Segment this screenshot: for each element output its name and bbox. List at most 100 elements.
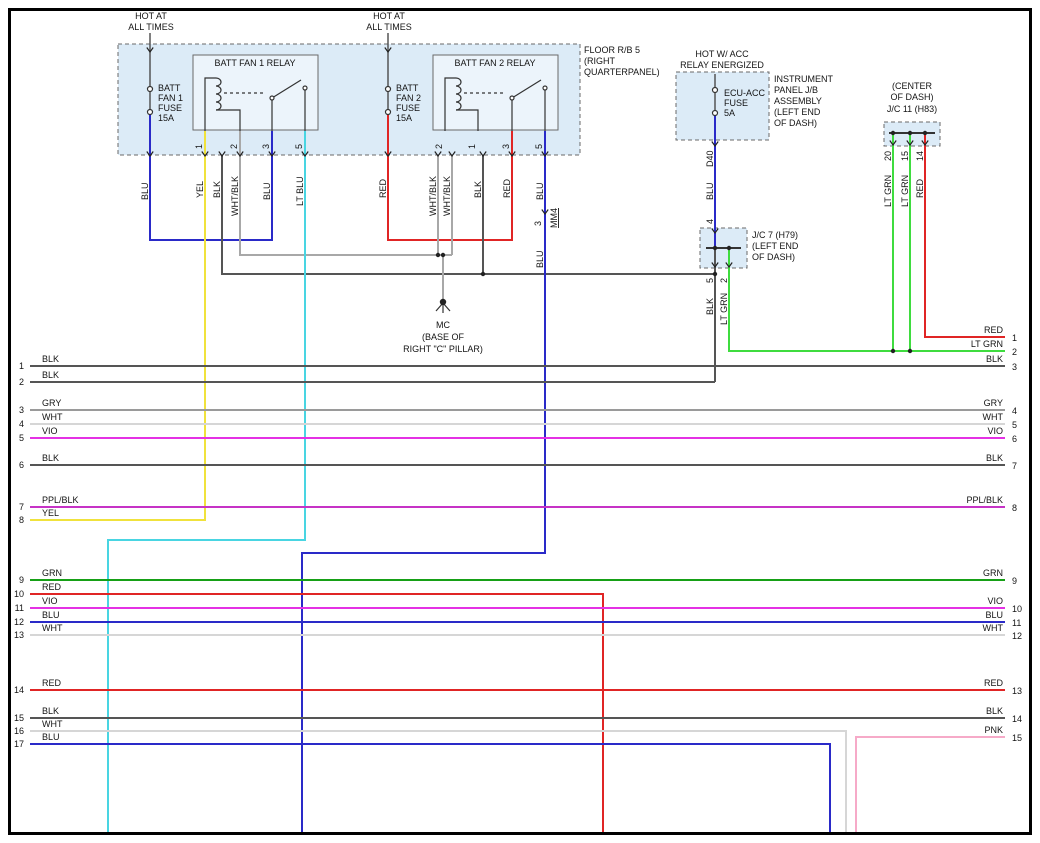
batt-fan2-fuse-wire	[387, 114, 513, 241]
label-9: 9	[1012, 576, 1017, 586]
label-blk: BLK	[986, 453, 1003, 463]
junction-dot	[712, 245, 718, 251]
relay2-coil	[455, 77, 462, 111]
label-13: 13	[1012, 686, 1022, 696]
label-ecu-acc: ECU-ACC	[724, 88, 766, 98]
label-hot-w-acc: HOT W/ ACC	[695, 49, 749, 59]
label-vio: VIO	[987, 426, 1003, 436]
label-pnk: PNK	[984, 725, 1003, 735]
label-of-dash-: OF DASH)	[752, 252, 795, 262]
label-wht: WHT	[42, 623, 63, 633]
label-14: 14	[14, 685, 24, 695]
label-5: 5	[19, 433, 24, 443]
label-10: 10	[1012, 604, 1022, 614]
ecu-fuse-terminal-bottom	[711, 109, 719, 117]
label--left-end: (LEFT END	[774, 107, 821, 117]
label-all-times: ALL TIMES	[128, 22, 174, 32]
label-11: 11	[1012, 618, 1021, 628]
label-fan-1: FAN 1	[158, 93, 183, 103]
label-1: 1	[194, 144, 204, 149]
label-panel-j-b: PANEL J/B	[774, 85, 818, 95]
instrument-panel-jb-box	[675, 71, 770, 141]
label-7: 7	[19, 502, 24, 512]
label--center: (CENTER	[892, 81, 932, 91]
label-instrument: INSTRUMENT	[774, 74, 833, 84]
connector-arrow	[384, 151, 392, 158]
relay2-contact-pivot	[509, 95, 515, 101]
jc11-pin14-wire	[924, 133, 1005, 338]
label-1: 1	[1012, 333, 1017, 343]
label-fuse: FUSE	[158, 103, 182, 113]
label-12: 12	[1012, 631, 1022, 641]
label-blu: BLU	[535, 182, 545, 200]
connector-arrow	[711, 262, 719, 269]
label-blu: BLU	[262, 182, 272, 200]
connector-arrow	[301, 151, 309, 158]
label-8: 8	[1012, 503, 1017, 513]
label-blu: BLU	[985, 610, 1003, 620]
label-6: 6	[19, 460, 24, 470]
junction-dot	[922, 130, 928, 136]
connector-arrow	[146, 47, 154, 54]
label-batt-fan-1-relay: BATT FAN 1 RELAY	[214, 58, 295, 68]
label-vio: VIO	[987, 596, 1003, 606]
junction-dot	[440, 252, 446, 258]
label-lt-blu: LT BLU	[295, 176, 305, 206]
junction-dot	[435, 252, 441, 258]
label-4: 4	[705, 219, 715, 224]
row10-wire	[30, 593, 604, 833]
label-hot-at: HOT AT	[135, 11, 167, 21]
connector-arrow	[201, 151, 209, 158]
label-vio: VIO	[42, 596, 58, 606]
label-3: 3	[261, 144, 271, 149]
label-red: RED	[984, 678, 1004, 688]
label-blu: BLU	[705, 182, 715, 200]
label-lt-grn: LT GRN	[900, 175, 910, 207]
label-14: 14	[915, 151, 925, 161]
label-blk: BLK	[42, 453, 59, 463]
label-14: 14	[1012, 714, 1022, 724]
label-blu: BLU	[140, 182, 150, 200]
label-gry: GRY	[984, 398, 1003, 408]
label-16: 16	[14, 726, 24, 736]
label-gry: GRY	[42, 398, 61, 408]
label-blk: BLK	[473, 181, 483, 198]
relay1-pin5-wire	[107, 131, 306, 833]
relay1-pin2-wire	[239, 131, 452, 256]
label-5: 5	[294, 144, 304, 149]
label-9: 9	[19, 575, 24, 585]
label-fuse: FUSE	[724, 98, 748, 108]
label-mc: MC	[436, 320, 450, 330]
label-grn: GRN	[983, 568, 1003, 578]
label-wht: WHT	[983, 412, 1004, 422]
label-8: 8	[19, 515, 24, 525]
label-1: 1	[19, 361, 24, 371]
label-15: 15	[900, 151, 910, 161]
label-2: 2	[434, 144, 444, 149]
junction-dot	[890, 348, 896, 354]
label-20: 20	[883, 151, 893, 161]
label-3: 3	[533, 221, 543, 226]
label-of-dash-: OF DASH)	[774, 118, 817, 128]
label-blk: BLK	[42, 706, 59, 716]
jc7-pin2-wire	[728, 248, 1005, 352]
label-quarterpanel-: QUARTERPANEL)	[584, 67, 660, 77]
label-red: RED	[42, 582, 62, 592]
label-2: 2	[1012, 347, 1017, 357]
label-j-c-7-h79-: J/C 7 (H79)	[752, 230, 798, 240]
label-j-c-11-h83-: J/C 11 (H83)	[887, 104, 937, 114]
label-vio: VIO	[42, 426, 58, 436]
row-pnk-wire	[855, 736, 1005, 833]
relay1-blk-bus-wire	[221, 155, 715, 275]
label-blk: BLK	[705, 298, 715, 315]
label-fuse: FUSE	[396, 103, 420, 113]
label-wht: WHT	[983, 623, 1004, 633]
label-wht: WHT	[42, 412, 63, 422]
label--left-end: (LEFT END	[752, 241, 799, 251]
connector-arrow	[725, 262, 733, 269]
connector-arrow	[889, 140, 897, 147]
relay1-pin1-wire	[30, 131, 206, 521]
label-fan-2: FAN 2	[396, 93, 421, 103]
label-blk: BLK	[42, 370, 59, 380]
row17-wire	[30, 743, 831, 833]
